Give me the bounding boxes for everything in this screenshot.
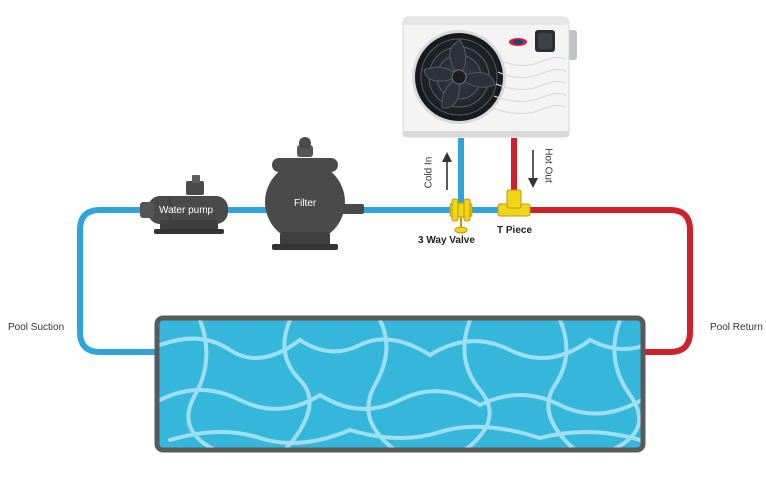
three-way-valve-icon — [449, 198, 473, 234]
cold-pipe — [77, 138, 500, 355]
pool-return-label: Pool Return — [710, 322, 763, 333]
filter-icon — [265, 137, 364, 250]
water-pump-icon — [140, 175, 228, 234]
pool-icon — [154, 315, 646, 453]
heat-pump-icon — [402, 16, 577, 138]
filter-label: Filter — [294, 198, 317, 209]
t-piece-label: T Piece — [497, 225, 533, 236]
pool-suction-label: Pool Suction — [8, 322, 65, 333]
three-way-valve-label: 3 Way Valve — [418, 235, 475, 246]
arrow-down-icon — [528, 150, 538, 188]
arrow-up-icon — [442, 152, 452, 190]
hot-out-label: Hot Out — [542, 148, 554, 183]
water-pump-label: Water pump — [159, 205, 214, 216]
cold-in-label: Cold In — [423, 156, 435, 189]
t-piece-icon — [497, 189, 531, 217]
